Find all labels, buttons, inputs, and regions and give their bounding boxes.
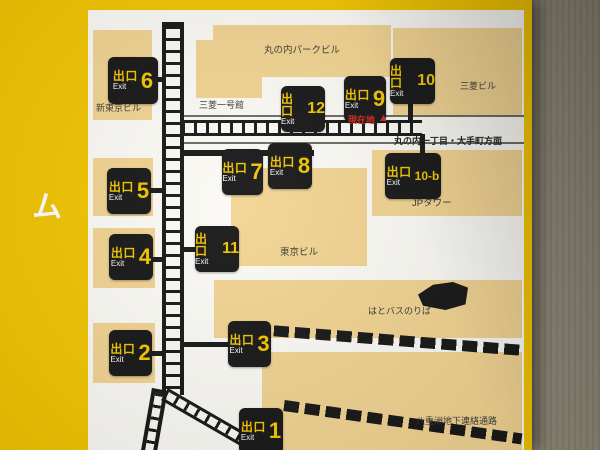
connector-exit-3	[182, 342, 230, 347]
exit-sign-text: 出口 Exit	[281, 93, 304, 126]
exit-sign-text: 出口 Exit	[222, 162, 247, 183]
connector-exit-5	[151, 188, 164, 193]
exit-sign-text: 出口 Exit	[241, 421, 266, 442]
exit-sign-text: 出口 Exit	[113, 70, 138, 91]
exit-sign-3: 出口 Exit 3	[228, 321, 271, 367]
exit-sign-text: 出口 Exit	[390, 65, 414, 98]
exit-sign-text: 出口 Exit	[345, 89, 370, 110]
exit-kanji-label: 出口	[112, 69, 138, 83]
building-label-mitsubishi-ichigokan: 三菱一号館	[199, 100, 245, 110]
exit-en-label: Exit	[240, 432, 255, 442]
connector-exit-11	[182, 247, 197, 252]
building-label-tokyo: 東京ビル	[280, 247, 319, 258]
exit-number: 2	[138, 340, 151, 365]
current-location-triangle-icon: ▲	[378, 111, 389, 124]
building-label-marunouchi-park: 丸の内パークビル	[264, 45, 341, 56]
street-edge-bottom	[184, 142, 524, 144]
exit-number: 11	[222, 240, 239, 257]
exit-en-label: Exit	[110, 354, 124, 364]
exit-sign-text: 出口 Exit	[111, 247, 136, 268]
exit-number: 9	[372, 86, 386, 111]
exit-number: 4	[138, 244, 152, 269]
exit-kanji-label: 出口	[390, 63, 403, 90]
wall-background	[520, 0, 600, 450]
exit-number: 10	[417, 72, 435, 89]
building-label-shin-tokyo: 新東京ビル	[96, 103, 142, 113]
exit-sign-10: 出口 Exit 10	[390, 58, 435, 104]
exit-number: 8	[297, 153, 311, 178]
exit-number: 1	[268, 418, 282, 443]
exit-en-label: Exit	[386, 177, 400, 187]
exit-sign-4: 出口 Exit 4	[109, 234, 153, 280]
area-label-yaesu-passage: 八重洲地下連絡通路	[416, 416, 498, 426]
exit-en-label: Exit	[195, 256, 209, 266]
exit-kanji-label: 出口	[281, 91, 294, 118]
exit-en-label: Exit	[112, 82, 127, 91]
exit-kanji-label: 出口	[108, 179, 134, 194]
frame-side-text: ム	[32, 191, 62, 224]
exit-sign-text: 出口 Exit	[229, 334, 254, 355]
exit-sign-11: 出口 Exit 11	[195, 226, 239, 272]
exit-sign-8: 出口 Exit 8	[268, 143, 312, 189]
current-location-marker: 現在地 ▲	[348, 111, 389, 126]
exit-number: 6	[140, 67, 154, 93]
exit-sign-10b: 出口 Exit 10-b	[385, 153, 441, 199]
exit-kanji-label: 出口	[110, 341, 136, 356]
passage-main-vertical	[162, 22, 184, 395]
exit-en-label: Exit	[344, 100, 359, 110]
exit-en-label: Exit	[390, 88, 404, 98]
exit-sign-7: 出口 Exit 7	[222, 149, 263, 195]
exit-number: 7	[250, 159, 263, 184]
exit-en-label: Exit	[108, 192, 123, 202]
building-label-mitsubishi: 三菱ビル	[460, 81, 497, 91]
exit-en-label: Exit	[229, 345, 243, 355]
exit-en-label: Exit	[281, 116, 295, 126]
exit-sign-5: 出口 Exit 5	[107, 168, 151, 214]
connector-exit-10b	[420, 134, 425, 154]
exit-kanji-label: 出口	[344, 87, 370, 102]
building-marunouchi-park	[213, 25, 391, 77]
exit-number: 3	[257, 331, 270, 356]
exit-map-sign-board: ム	[0, 0, 532, 450]
exit-en-label: Exit	[110, 258, 125, 268]
station-exit-map: 新東京ビル 三菱一号館 丸の内パークビル 三菱ビル JPタワー 東京ビル はとバ…	[88, 10, 524, 450]
exit-kanji-label: 出口	[110, 245, 136, 260]
exit-sign-text: 出口 Exit	[109, 181, 134, 202]
exit-sign-1: 出口 Exit 1	[239, 408, 283, 450]
exit-kanji-label: 出口	[195, 231, 208, 258]
passage-tail-bottom-left	[140, 388, 168, 450]
exit-sign-2: 出口 Exit 2	[109, 330, 152, 376]
exit-number: 12	[307, 100, 325, 117]
exit-number: 5	[136, 178, 150, 203]
connector-exit-10	[408, 100, 413, 122]
exit-kanji-label: 出口	[269, 154, 295, 169]
exit-sign-6: 出口 Exit 6	[108, 57, 158, 104]
current-location-label: 現在地	[348, 115, 376, 125]
connector-exit-2	[152, 351, 164, 356]
exit-sign-9: 出口 Exit 9	[344, 76, 386, 122]
exit-sign-text: 出口 Exit	[195, 233, 219, 266]
building-label-jp-tower: JPタワー	[412, 198, 452, 209]
exit-en-label: Exit	[222, 173, 236, 183]
exit-sign-12: 出口 Exit 12	[281, 86, 325, 132]
direction-label-marunouchi-otemachi: 丸の内一丁目・大手町方面	[394, 136, 503, 146]
exit-kanji-label: 出口	[222, 160, 248, 175]
exit-sign-text: 出口 Exit	[110, 343, 135, 364]
exit-sign-text: 出口 Exit	[387, 166, 412, 187]
area-label-hato-bus: はとバスのりば	[368, 306, 432, 316]
exit-en-label: Exit	[269, 167, 284, 177]
connector-exit-4	[153, 257, 164, 262]
exit-sign-text: 出口 Exit	[270, 156, 295, 177]
exit-kanji-label: 出口	[240, 419, 266, 434]
exit-kanji-label: 出口	[386, 164, 412, 179]
exit-kanji-label: 出口	[229, 332, 255, 347]
exit-number: 10-b	[414, 169, 440, 183]
connector-exit-6	[154, 77, 164, 82]
